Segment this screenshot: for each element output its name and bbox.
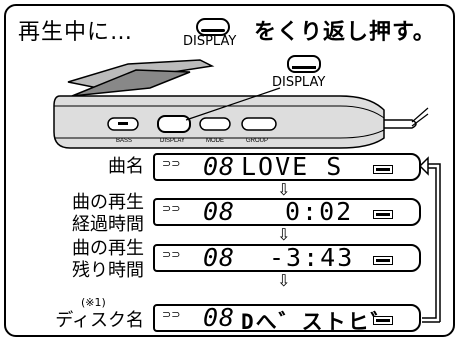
panel-frame bbox=[4, 4, 455, 337]
row-label-remaining: 曲の再生 残り時間 bbox=[72, 238, 144, 281]
battery-icon bbox=[373, 210, 393, 219]
lcd-text: -3:43 bbox=[269, 243, 355, 272]
lcd-text: 0:02 bbox=[285, 197, 354, 226]
down-arrow-icon: ⇩ bbox=[277, 225, 291, 244]
track-number: 08 bbox=[203, 243, 236, 272]
track-number: 08 bbox=[203, 303, 236, 332]
row-label-song-title: 曲名 bbox=[108, 156, 144, 177]
down-arrow-icon: ⇩ bbox=[277, 271, 291, 290]
display-caption: DISPLAY bbox=[160, 138, 185, 144]
group-button bbox=[241, 117, 277, 131]
group-caption: GROUP bbox=[246, 138, 268, 144]
disc-icon: ⊃⊃ bbox=[162, 308, 181, 321]
disc-icon: ⊃⊃ bbox=[162, 248, 181, 261]
disc-icon: ⊃⊃ bbox=[162, 202, 181, 215]
lcd-elapsed-time: ⊃⊃ 08 0:02 bbox=[153, 197, 421, 226]
disc-icon: ⊃⊃ bbox=[162, 157, 181, 170]
battery-icon bbox=[373, 256, 393, 265]
lcd-text: Dへ゛ストヒ゛ bbox=[241, 310, 394, 334]
display-callout-label: DISPLAY bbox=[272, 75, 325, 90]
display-button-label: DISPLAY bbox=[183, 34, 237, 49]
display-button-icon bbox=[196, 18, 230, 36]
instruction-title: 再生中に… bbox=[18, 20, 134, 45]
down-arrow-icon: ⇩ bbox=[277, 180, 291, 199]
track-number: 08 bbox=[203, 197, 236, 226]
loop-back-arrow bbox=[418, 156, 441, 323]
lcd-disc-name: ⊃⊃ 08 Dへ゛ストヒ゛ bbox=[153, 303, 421, 334]
track-number: 08 bbox=[203, 152, 236, 181]
footnote-marker: (※1) bbox=[81, 296, 106, 309]
display-button bbox=[157, 115, 191, 133]
lcd-song-title: ⊃⊃ 08 LOVE S bbox=[153, 152, 421, 181]
remote-control-illustration: BASS DISPLAY MODE GROUP DISPLAY bbox=[53, 55, 429, 149]
battery-icon bbox=[373, 316, 393, 325]
mode-caption: MODE bbox=[206, 138, 224, 144]
row-label-disc-name: ディスク名 bbox=[55, 310, 144, 331]
lcd-remaining-time: ⊃⊃ 08 -3:43 bbox=[153, 243, 421, 272]
bass-caption: BASS bbox=[116, 138, 132, 144]
lcd-text: LOVE S bbox=[241, 152, 344, 181]
mode-button bbox=[199, 117, 231, 131]
row-label-elapsed: 曲の再生 経過時間 bbox=[72, 192, 144, 235]
instruction-action: をくり返し押す。 bbox=[254, 20, 436, 45]
battery-icon bbox=[373, 165, 393, 174]
